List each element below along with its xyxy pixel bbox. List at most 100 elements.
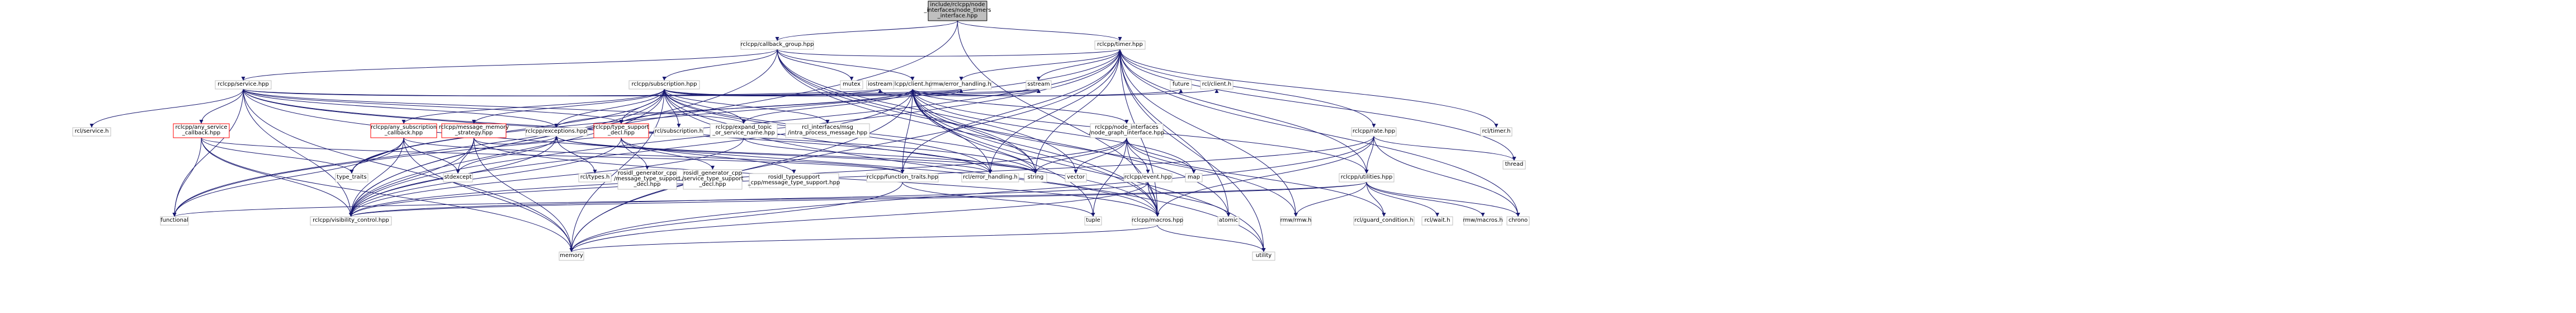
edge-root-to-macros bbox=[957, 20, 1160, 217]
node-rcl_error_handling[interactable]: rcl/error_handling.h bbox=[961, 173, 1019, 183]
edge-node_graph_interface-to-guard_condition bbox=[1126, 137, 1386, 217]
node-box bbox=[617, 169, 677, 190]
edge-timer-to-rmw_error_handling bbox=[959, 49, 1121, 81]
node-box bbox=[1351, 127, 1397, 137]
node-rosidl_gen_srv[interactable]: rosidl_generator_cpp/service_type_suppor… bbox=[682, 169, 744, 190]
node-rcl_wait[interactable]: rcl/wait.h bbox=[1421, 216, 1453, 226]
node-label: rcl/wait.h bbox=[1424, 217, 1450, 223]
node-macros[interactable]: rclcpp/macros.hpp bbox=[1132, 216, 1184, 226]
node-memory[interactable]: memory bbox=[559, 251, 584, 261]
node-any_service_callback[interactable]: rclcpp/any_service_callback.hpp bbox=[173, 123, 230, 138]
node-box bbox=[628, 80, 700, 90]
node-visibility_control[interactable]: rclcpp/visibility_control.hpp bbox=[310, 216, 392, 226]
node-rcl_service[interactable]: rcl/service.h bbox=[72, 127, 111, 137]
node-label: rcl/error_handling.h bbox=[963, 174, 1018, 180]
node-label: rclcpp/subscription.hpp bbox=[632, 81, 697, 87]
node-label: rcl/service.h bbox=[75, 128, 109, 134]
node-box bbox=[1339, 173, 1395, 183]
node-label: stdexcept bbox=[444, 174, 471, 180]
edge-timer-to-thread bbox=[1119, 49, 1516, 161]
node-vector[interactable]: vector bbox=[1065, 173, 1087, 183]
node-box bbox=[1217, 216, 1240, 226]
edge-subscription-to-exceptions bbox=[554, 88, 665, 128]
node-client[interactable]: rclcpp/client.hpp bbox=[887, 80, 938, 90]
node-rcl_client[interactable]: rcl/client.h bbox=[1200, 80, 1233, 90]
node-thread[interactable]: thread bbox=[1502, 160, 1526, 170]
node-exceptions[interactable]: rclcpp/exceptions.hpp bbox=[525, 127, 588, 137]
edge-subscription-to-expand_topic bbox=[664, 88, 746, 124]
node-label: include/rclcpp/node bbox=[930, 2, 985, 8]
edge-callback_group-to-vector bbox=[777, 49, 1078, 174]
edge-timer-to-memory bbox=[569, 49, 1121, 253]
edge-event-to-atomic bbox=[1147, 181, 1231, 217]
node-timer[interactable]: rclcpp/timer.hpp bbox=[1094, 40, 1146, 50]
node-node_graph_interface[interactable]: rclcpp/node_interfaces/node_graph_interf… bbox=[1089, 123, 1164, 138]
node-box bbox=[160, 216, 189, 226]
node-rmw_error_handling[interactable]: rmw/error_handling.h bbox=[930, 80, 992, 90]
node-label: map bbox=[1188, 174, 1200, 180]
node-box bbox=[1200, 80, 1233, 90]
node-functional[interactable]: functional bbox=[160, 216, 189, 226]
edge-exceptions-to-rcl_error_handling bbox=[556, 136, 992, 174]
node-mutex[interactable]: mutex bbox=[840, 80, 863, 90]
node-expand_topic[interactable]: rclcpp/expand_topic_or_service_name.hpp bbox=[710, 123, 778, 138]
node-intra_process_message[interactable]: rcl_interfaces/msg/intra_process_message… bbox=[785, 123, 870, 138]
node-rmw_macros[interactable]: rmw/macros.h bbox=[1463, 216, 1503, 226]
edge-callback_group-to-atomic bbox=[777, 49, 1231, 217]
edge-function_traits-to-memory bbox=[569, 181, 903, 253]
node-label: _decl.hpp bbox=[634, 181, 661, 188]
edge-subscription-to-any_subscription_callback bbox=[401, 88, 665, 124]
edge-timer-to-utility bbox=[1119, 49, 1266, 253]
node-rcl_subscription[interactable]: rcl/subscription.h bbox=[654, 127, 704, 137]
node-rcl_types[interactable]: rcl/types.h bbox=[578, 173, 612, 183]
node-message_memory_strategy[interactable]: rclcpp/message_memory_strategy.hpp bbox=[439, 123, 509, 138]
node-service[interactable]: rclcpp/service.hpp bbox=[215, 80, 272, 90]
node-map[interactable]: map bbox=[1185, 173, 1203, 183]
edge-service-to-functional bbox=[172, 88, 244, 217]
edge-any_subscription_callback-to-function_traits bbox=[403, 137, 905, 174]
node-box bbox=[1185, 173, 1203, 183]
node-function_traits[interactable]: rclcpp/function_traits.hpp bbox=[866, 173, 939, 183]
node-rosidl_typesupport[interactable]: rosidl_typesupport_cpp/message_type_supp… bbox=[748, 173, 840, 188]
node-guard_condition[interactable]: rcl/guard_condition.h bbox=[1353, 216, 1415, 226]
node-callback_group[interactable]: rclcpp/callback_group.hpp bbox=[740, 40, 814, 50]
node-rate[interactable]: rclcpp/rate.hpp bbox=[1351, 127, 1397, 137]
node-stdexcept[interactable]: stdexcept bbox=[443, 173, 473, 183]
node-tuple[interactable]: tuple bbox=[1084, 216, 1102, 226]
node-iostream[interactable]: iostream bbox=[866, 80, 894, 90]
edge-callback_group-to-mutex bbox=[777, 49, 854, 81]
node-rmw_rmw[interactable]: rmw/rmw.h bbox=[1280, 216, 1312, 226]
edge-callback_group-to-subscription bbox=[662, 49, 778, 81]
node-any_subscription_callback[interactable]: rclcpp/any_subscription_callback.hpp bbox=[370, 123, 437, 138]
node-utility[interactable]: utility bbox=[1252, 251, 1275, 261]
node-box bbox=[740, 40, 814, 50]
node-label: utility bbox=[1256, 253, 1272, 259]
node-rosidl_gen_msg[interactable]: rosidl_generator_cpp/message_type_suppor… bbox=[614, 169, 680, 190]
edge-node_graph_interface-to-string bbox=[1033, 137, 1127, 174]
node-atomic[interactable]: atomic bbox=[1217, 216, 1240, 226]
node-event[interactable]: rclcpp/event.hpp bbox=[1123, 173, 1173, 183]
node-type_traits[interactable]: type_traits bbox=[335, 173, 368, 183]
edge-rate-to-macros bbox=[1155, 136, 1374, 217]
node-sstream[interactable]: sstream bbox=[1025, 80, 1052, 90]
edge-client-to-visibility_control bbox=[349, 88, 913, 217]
node-box bbox=[866, 80, 894, 90]
edge-timer-to-utilities bbox=[1119, 49, 1369, 174]
edge-event-to-memory bbox=[569, 181, 1148, 253]
node-future[interactable]: future bbox=[1170, 80, 1192, 90]
node-box bbox=[310, 216, 392, 226]
node-subscription[interactable]: rclcpp/subscription.hpp bbox=[628, 80, 700, 90]
edge-client-to-rcl_client bbox=[912, 88, 1219, 96]
node-label: /intra_process_message.hpp bbox=[788, 130, 867, 136]
node-label: /service_type_support bbox=[682, 176, 744, 182]
node-box bbox=[683, 169, 743, 190]
edge-expand_topic-to-visibility_control bbox=[349, 137, 744, 217]
node-box bbox=[443, 173, 473, 183]
node-label: rmw/error_handling.h bbox=[931, 81, 991, 87]
node-utilities[interactable]: rclcpp/utilities.hpp bbox=[1339, 173, 1395, 183]
node-type_support_decl[interactable]: rclcpp/type_support_decl.hpp bbox=[593, 123, 649, 138]
node-rcl_timer[interactable]: rcl/timer.h bbox=[1480, 127, 1512, 137]
node-string[interactable]: string bbox=[1024, 173, 1047, 183]
node-chrono[interactable]: chrono bbox=[1506, 216, 1530, 226]
node-box bbox=[215, 80, 272, 90]
